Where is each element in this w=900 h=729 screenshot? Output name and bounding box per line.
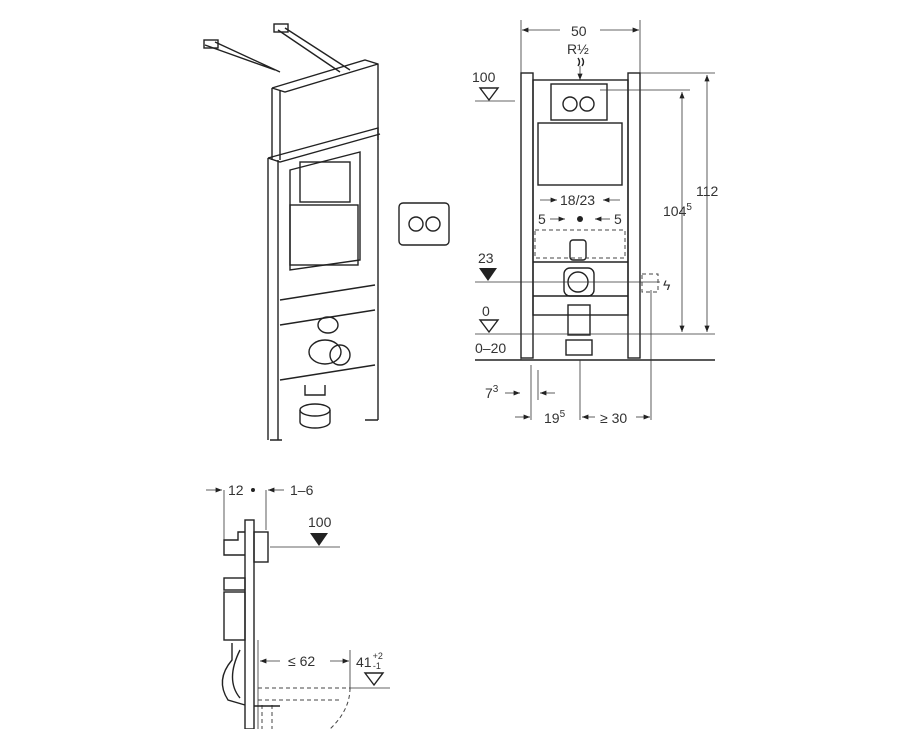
electric-icon: ϟ — [663, 277, 671, 293]
level-100-label: 100 — [308, 514, 332, 530]
side-view: 12 1–6 100 ≤ 62 41+2-1 — [206, 482, 390, 729]
wall-gap-dim: 1–6 — [290, 482, 314, 498]
level-0-label: 0 — [482, 303, 490, 319]
seat-height-dim: 41+2-1 — [356, 651, 383, 671]
level-100-label: 100 — [472, 69, 496, 85]
width-dim: 50 — [571, 23, 587, 39]
axis-left-dim: 195 — [544, 409, 566, 426]
flush-button-left — [408, 216, 424, 232]
offset-left-dim: 5 — [538, 211, 546, 227]
flush-button-right — [425, 216, 441, 232]
thread-label: R½ — [567, 41, 589, 57]
frame-isometric-view — [203, 23, 450, 441]
level-23-label: 23 — [478, 250, 494, 266]
bowl-length-dim: ≤ 62 — [288, 653, 315, 669]
foot-width-dim: 73 — [485, 384, 499, 401]
height-inner-dim: 1045 — [663, 202, 692, 219]
height-total-dim: 112 — [696, 183, 719, 199]
front-view: 50 R½ 100 23 0 0–20 112 — [472, 20, 719, 426]
floor-range-label: 0–20 — [475, 340, 506, 356]
depth-dim: 12 — [228, 482, 244, 498]
flush-plate — [398, 202, 450, 246]
spacing-dim: 18/23 — [560, 192, 595, 208]
offset-right-dim: 5 — [614, 211, 622, 227]
axis-right-dim: ≥ 30 — [600, 410, 627, 426]
